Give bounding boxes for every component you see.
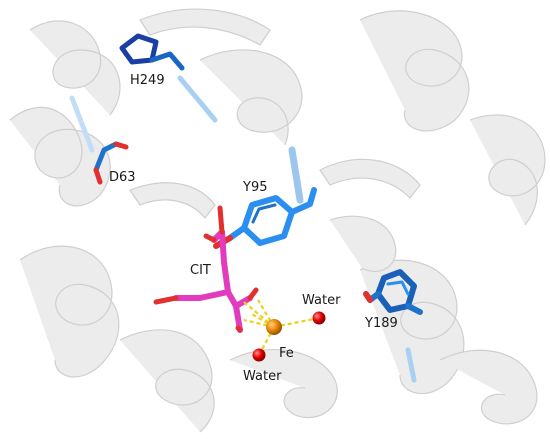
bond-fe-cit-mid [249, 312, 275, 328]
cit-left-branch [173, 289, 231, 301]
residue-y95-sticks [213, 187, 317, 249]
y95-ring [241, 195, 295, 246]
strand-ribbon-mid-left [129, 182, 216, 219]
residue-y189-sticks [363, 269, 423, 315]
helix-ribbon-lower-right [359, 259, 465, 395]
h249-ring [119, 33, 159, 65]
cit-bottom-oxygen [235, 325, 243, 333]
highlight-segment-d63 [69, 95, 95, 153]
loop-bottom-center [229, 349, 338, 419]
highlight-segment-y95 [288, 146, 304, 204]
bond-fe-cit-lower [243, 318, 275, 329]
label-water-right: Water [302, 293, 341, 308]
iron-atom [266, 319, 282, 335]
highlighted-segments [69, 75, 417, 383]
helix-ribbon-bottom-right [439, 349, 538, 425]
d63-side-chain [93, 141, 119, 173]
h249-side-chain [149, 51, 185, 71]
label-d63: D63 [109, 170, 136, 185]
label-y189: Y189 [364, 316, 398, 331]
helix-ribbon-lower-left [19, 245, 120, 378]
y95-backbone [289, 187, 317, 215]
loop-mid-right [329, 215, 397, 273]
y95-ring-inner [251, 203, 277, 224]
ligand-cit-sticks [153, 205, 259, 333]
bond-fe-y95 [257, 299, 275, 328]
cit-right-oxygen [247, 287, 259, 301]
helix-ribbon-bottom-left [119, 329, 215, 433]
y189-ring-inner [386, 280, 410, 296]
highlight-segment-h249 [177, 75, 218, 123]
y189-tail [405, 303, 423, 315]
label-y95: Y95 [242, 180, 267, 195]
d63-carboxyl-oxygen-2 [93, 167, 103, 185]
protein-cartoon-background [9, 8, 546, 433]
strand-ribbon-right [319, 158, 421, 199]
label-h249: H249 [130, 73, 165, 88]
strand-ribbon-top [139, 8, 271, 46]
helix-ribbon-upper-left [29, 20, 121, 116]
highlight-segment-y189 [405, 347, 417, 383]
y189-oxygen [363, 291, 373, 303]
loop-top-center [199, 49, 303, 146]
helix-ribbon-left [9, 106, 111, 207]
residue-h249-sticks [119, 33, 185, 71]
bond-fe-water-bottom [258, 326, 275, 356]
cit-right-branch [233, 295, 253, 309]
cit-top-oxygen [203, 205, 225, 243]
water-molecule-right [312, 311, 326, 325]
helix-ribbon-far-right [469, 114, 546, 226]
cit-left-oxygen [153, 295, 179, 305]
d63-carboxyl-oxygen-1 [113, 141, 129, 150]
label-cit: CIT [190, 263, 211, 278]
label-water-bottom: Water [243, 369, 282, 384]
residue-d63-sticks [93, 141, 129, 185]
water-molecule-bottom [252, 348, 266, 362]
cit-backbone [219, 229, 243, 333]
helix-ribbon-top-right [359, 10, 470, 132]
label-fe: Fe [279, 346, 294, 361]
